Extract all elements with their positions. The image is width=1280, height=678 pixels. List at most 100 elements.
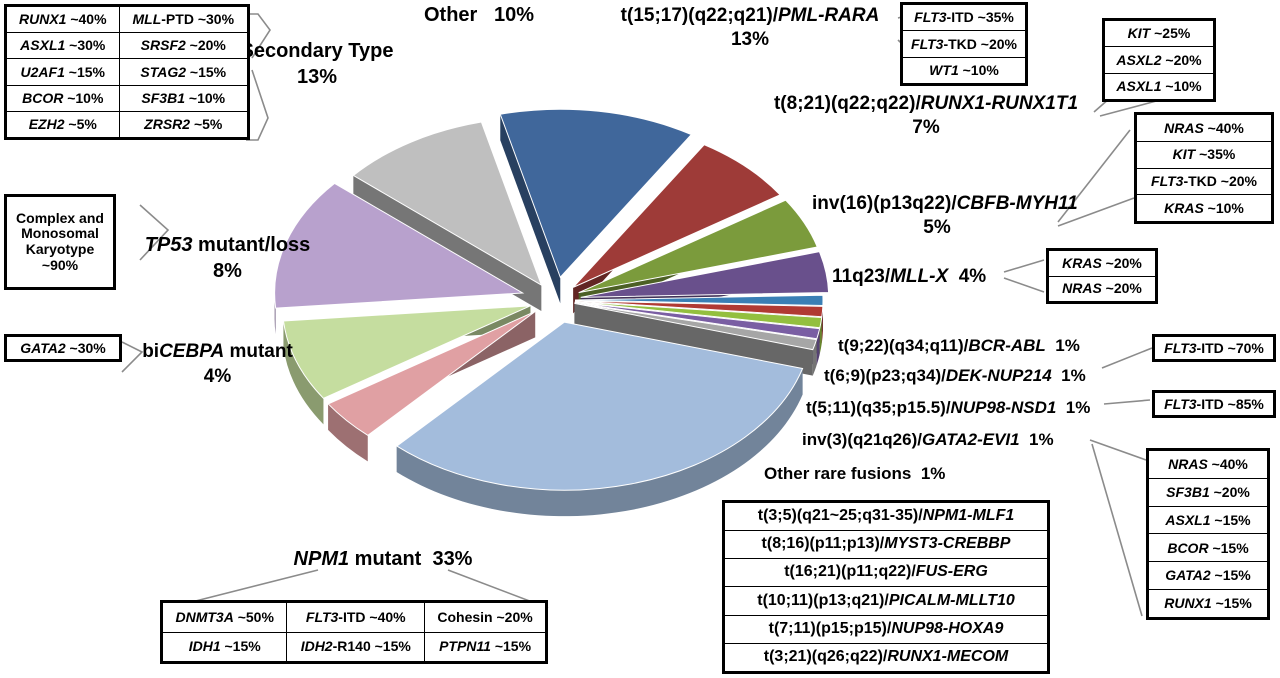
- table-cell: ASXL1 ~10%: [1104, 72, 1214, 101]
- table-row: GATA2 ~30%: [6, 336, 120, 360]
- table-row: NRAS ~40%: [1148, 450, 1268, 479]
- table-row: t(10;11)(p13;q21)/PICALM-MLLT10: [724, 586, 1048, 616]
- table-cell: STAG2 ~15%: [118, 58, 249, 86]
- table-row: ASXL1 ~30%SRSF2 ~20%: [6, 32, 249, 60]
- table-bicebpa-mutations: GATA2 ~30%: [4, 334, 122, 362]
- table-row: ASXL2 ~20%: [1104, 46, 1214, 74]
- table-cell: RUNX1 ~40%: [6, 5, 120, 34]
- table-cell: BCOR ~10%: [6, 84, 120, 112]
- pie-slice-rim: [328, 403, 368, 462]
- table-row: BCOR ~15%: [1148, 533, 1268, 563]
- table-row: FLT3-ITD ~70%: [1154, 336, 1274, 360]
- table-row: WT1 ~10%: [902, 56, 1026, 85]
- table-cell: ASXL2 ~20%: [1104, 46, 1214, 74]
- table-cell: KRAS ~10%: [1136, 194, 1272, 222]
- pie-slice-wall: [574, 303, 813, 376]
- table-cell: WT1 ~10%: [902, 56, 1026, 85]
- table-npm1-mutations: DNMT3A ~50%FLT3-ITD ~40%Cohesin ~20%IDH1…: [160, 600, 548, 664]
- table-cell: t(16;21)(p11;q22)/FUS-ERG: [724, 558, 1048, 588]
- pie-slice-bicebpa-mutant: [327, 310, 536, 436]
- table-row: t(16;21)(p11;q22)/FUS-ERG: [724, 558, 1048, 588]
- label-dek-nup214-text: t(6;9)(p23;q34)/DEK-NUP214 1%: [824, 366, 1086, 385]
- table-row: t(3;5)(q21~25;q31-35)/NPM1-MLF1: [724, 501, 1048, 532]
- pie-slice-t-8-21-q22-q22-runx1-runx1t1: [572, 144, 782, 288]
- table-row: FLT3-ITD ~35%: [902, 3, 1026, 32]
- pie-slice-rim: [396, 368, 803, 517]
- table-row: RUNX1 ~40%MLL-PTD ~30%: [6, 5, 249, 34]
- table-row: t(8;16)(p11;p13)/MYST3-CREBBP: [724, 530, 1048, 560]
- table-cell: BCOR ~15%: [1148, 533, 1268, 563]
- table-nup98-nsd1-mutations: FLT3-ITD ~85%: [1152, 390, 1276, 418]
- label-nup98-nsd1-text: t(5;11)(q35;p15.5)/NUP98-NSD1 1%: [806, 398, 1091, 417]
- table-row: DNMT3A ~50%FLT3-ITD ~40%Cohesin ~20%: [161, 602, 546, 633]
- label-npm1: NPM1 mutant 33%: [233, 548, 533, 571]
- table-runx1-runx1t1-mutations: KIT ~25%ASXL2 ~20%ASXL1 ~10%: [1102, 18, 1216, 102]
- table-row: FLT3-ITD ~85%: [1154, 392, 1274, 416]
- table-row: FLT3-TKD ~20%: [1136, 167, 1272, 196]
- table-row: t(3;21)(q26;q22)/RUNX1-MECOM: [724, 642, 1048, 673]
- pie-slice-t-15-17-q22-q21-pml-rara: [499, 108, 693, 279]
- pie-slice-secondary-type: [274, 182, 525, 309]
- table-gata2-evi1-mutations: NRAS ~40%SF3B1 ~20%ASXL1 ~15%BCOR ~15%GA…: [1146, 448, 1270, 620]
- table-cell: KIT ~25%: [1104, 19, 1214, 48]
- table-row: KIT ~25%: [1104, 19, 1214, 48]
- pie-slice-rim: [283, 320, 324, 425]
- table-cell: NRAS ~20%: [1048, 275, 1156, 302]
- table-dek-nup214-mutations: FLT3-ITD ~70%: [1152, 334, 1276, 362]
- table-cell: FLT3-ITD ~70%: [1154, 336, 1274, 360]
- table-row: NRAS ~40%: [1136, 114, 1272, 142]
- label-other-rare-fusions: Other rare fusions 1%: [764, 464, 945, 484]
- label-bcr-abl: t(9;22)(q34;q11)/BCR-ABL 1%: [838, 336, 1080, 356]
- table-row: SF3B1 ~20%: [1148, 477, 1268, 507]
- table-row: ASXL1 ~10%: [1104, 72, 1214, 101]
- table-cell: FLT3-ITD ~40%: [286, 602, 426, 633]
- table-row: KRAS ~10%: [1136, 194, 1272, 222]
- table-row: KRAS ~20%: [1048, 250, 1156, 277]
- label-mll-x-text: 11q23/MLL-X 4%: [832, 266, 987, 287]
- table-row: IDH1 ~15%IDH2-R140 ~15%PTPN11 ~15%: [161, 631, 546, 662]
- table-cell: ASXL1 ~15%: [1148, 505, 1268, 535]
- table-cell: MLL-PTD ~30%: [118, 5, 249, 34]
- pie-slice-other: [352, 121, 543, 287]
- pie-slice-inv-3-q21q26-gata2-evi1: [574, 302, 821, 340]
- table-cell: NRAS ~40%: [1136, 114, 1272, 142]
- table-row: RUNX1 ~15%: [1148, 589, 1268, 618]
- table-row: EZH2 ~5%ZRSR2 ~5%: [6, 110, 249, 139]
- table-cell: t(8;16)(p11;p13)/MYST3-CREBBP: [724, 530, 1048, 560]
- table-cell: IDH2-R140 ~15%: [286, 631, 426, 662]
- label-gata2-evi1: inv(3)(q21q26)/GATA2-EVI1 1%: [802, 430, 1054, 450]
- table-cell: SF3B1 ~10%: [118, 84, 249, 112]
- table-row: BCOR ~10%SF3B1 ~10%: [6, 84, 249, 112]
- table-cell: SF3B1 ~20%: [1148, 477, 1268, 507]
- table-cell: Cohesin ~20%: [424, 602, 546, 633]
- table-mll-x-mutations: KRAS ~20%NRAS ~20%: [1046, 248, 1158, 304]
- table-cell: EZH2 ~5%: [6, 110, 120, 139]
- label-npm1-text: NPM1 mutant 33%: [293, 548, 473, 570]
- table-cell: FLT3-ITD ~35%: [902, 3, 1026, 32]
- pie-slice-t-9-22-q34-q11-bcr-abl: [574, 294, 824, 307]
- label-other: Other 10%: [424, 4, 534, 27]
- table-cell: t(3;21)(q26;q22)/RUNX1-MECOM: [724, 642, 1048, 673]
- table-row: NRAS ~20%: [1048, 275, 1156, 302]
- table-row: t(7;11)(p15;p15)/NUP98-HOXA9: [724, 614, 1048, 644]
- table-cell: SRSF2 ~20%: [118, 32, 249, 60]
- table-pml-rara-mutations: FLT3-ITD ~35%FLT3-TKD ~20%WT1 ~10%: [900, 2, 1028, 86]
- table-row: GATA2 ~15%: [1148, 561, 1268, 591]
- table-cell: FLT3-TKD ~20%: [902, 30, 1026, 58]
- table-cell: FLT3-TKD ~20%: [1136, 167, 1272, 196]
